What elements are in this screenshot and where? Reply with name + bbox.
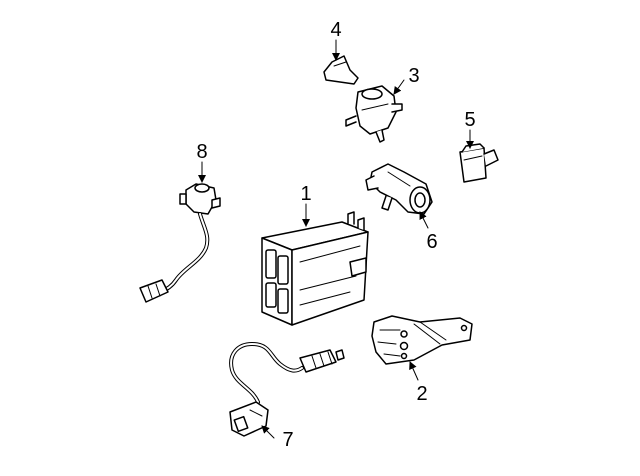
vent-solenoid-part[interactable] bbox=[459, 143, 499, 183]
callout-1: 1 bbox=[300, 183, 311, 205]
callout-4: 4 bbox=[330, 19, 341, 41]
callout-5: 5 bbox=[464, 109, 475, 131]
callout-6: 6 bbox=[426, 231, 437, 253]
callout-3: 3 bbox=[408, 65, 419, 87]
callout-2: 2 bbox=[416, 383, 427, 405]
rear-oxygen-sensor-part[interactable] bbox=[229, 341, 345, 437]
callout-arrows bbox=[198, 39, 474, 439]
vent-valve-part[interactable] bbox=[365, 163, 433, 215]
valve-bracket-part[interactable] bbox=[323, 55, 359, 85]
canister-part[interactable] bbox=[261, 211, 369, 326]
purge-valve-part[interactable] bbox=[345, 85, 403, 143]
callout-8: 8 bbox=[196, 141, 207, 163]
arrow-2 bbox=[409, 361, 419, 381]
callout-labels: 1 2 3 4 5 6 7 8 bbox=[196, 19, 475, 451]
callout-7: 7 bbox=[282, 429, 293, 451]
front-oxygen-sensor-part[interactable] bbox=[139, 183, 221, 303]
bracket-part[interactable] bbox=[371, 315, 473, 365]
arrow-6 bbox=[419, 211, 429, 229]
arrow-3 bbox=[393, 79, 405, 95]
arrow-7 bbox=[261, 425, 275, 439]
